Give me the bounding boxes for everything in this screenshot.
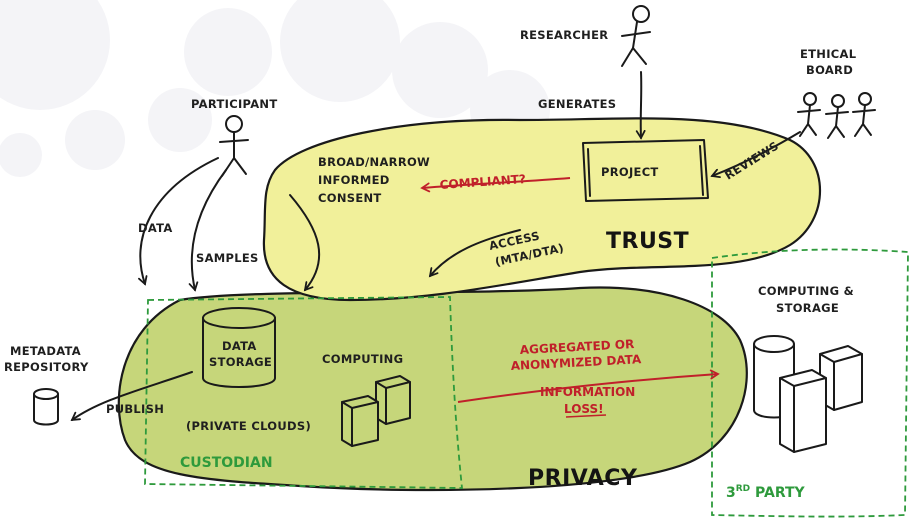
metadata-line-1: METADATA	[10, 344, 81, 358]
ethical-board-line-2: BOARD	[806, 63, 853, 77]
researcher-figure-icon	[621, 5, 651, 67]
trust-label: TRUST	[606, 229, 689, 254]
compliant-label: COMPLIANT?	[439, 172, 526, 192]
publish-arrow	[70, 371, 193, 422]
information-loss-line-1: INFORMATION	[540, 385, 635, 399]
third-party-computing-line-2: STORAGE	[776, 301, 839, 315]
participant-figure-icon	[219, 115, 249, 177]
aggregated-line-1: AGGREGATED OR	[519, 337, 634, 357]
project-label: PROJECT	[601, 165, 659, 179]
third-party-storage-icon	[753, 335, 863, 453]
researcher-label: RESEARCHER	[520, 28, 608, 42]
participant-label: PARTICIPANT	[191, 97, 278, 111]
third-party-computing-line-1: COMPUTING &	[758, 284, 854, 298]
data-storage-line-2: STORAGE	[209, 355, 272, 369]
samples-label: SAMPLES	[196, 251, 259, 265]
third-party-label: 3RD PARTY	[726, 484, 806, 501]
publish-label: PUBLISH	[106, 402, 164, 416]
generates-label: GENERATES	[538, 97, 616, 111]
ethical-board-line-1: ETHICAL	[800, 47, 857, 61]
compliant-arrow	[420, 177, 571, 193]
access-arrow	[428, 229, 521, 278]
ethical-board-figures-icon	[797, 92, 876, 139]
third-party-region	[711, 248, 909, 518]
consent-line-3: CONSENT	[318, 191, 382, 205]
computing-cubes-icon	[341, 375, 411, 447]
data-storage-line-1: DATA	[222, 339, 257, 353]
data-label: DATA	[138, 221, 173, 235]
samples-arrow	[188, 169, 227, 292]
consent-arrow	[289, 194, 321, 292]
loss-underline	[565, 414, 607, 418]
data-arrow	[138, 157, 219, 286]
aggregated-line-2: ANONYMIZED DATA	[510, 352, 642, 373]
consent-line-1: BROAD/NARROW	[318, 155, 430, 169]
anonymized-data-arrow	[457, 369, 720, 403]
trust-zone	[262, 117, 821, 302]
privacy-label: PRIVACY	[528, 466, 638, 491]
consent-line-2: INFORMED	[318, 173, 390, 187]
reviews-arrow	[710, 131, 801, 179]
metadata-repository-icon	[33, 388, 59, 426]
information-loss-line-2: LOSS!	[564, 402, 604, 416]
metadata-line-2: REPOSITORY	[4, 360, 89, 374]
custodian-region	[144, 296, 463, 489]
project-box	[582, 139, 709, 202]
generates-arrow	[635, 71, 646, 140]
private-clouds-label: (PRIVATE CLOUDS)	[186, 419, 311, 433]
computing-label: COMPUTING	[322, 352, 403, 366]
data-storage-icon	[202, 307, 276, 388]
custodian-label: CUSTODIAN	[180, 455, 273, 471]
